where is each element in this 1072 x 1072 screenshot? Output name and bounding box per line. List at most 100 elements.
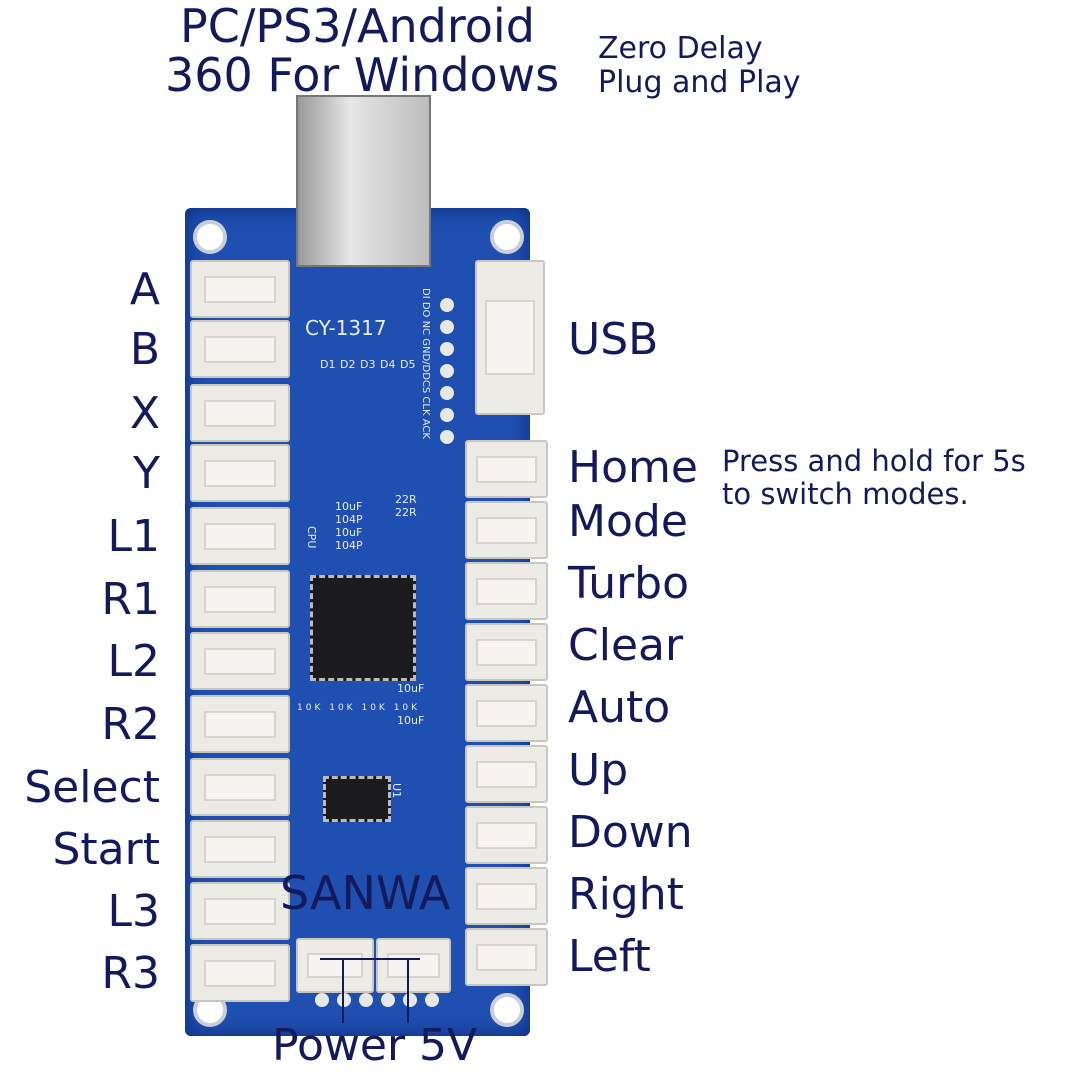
mount-hole [490,220,524,254]
compat-line1: PC/PS3/Android [180,0,535,53]
pin-pad [440,298,454,312]
silk-res: 22R [395,493,417,506]
cap2-silk: 10uF 10uF [397,673,424,737]
button-connector [465,623,548,681]
mount-hole [193,220,227,254]
mount-hole [490,993,524,1027]
silk-d2: D2 [340,358,356,371]
silk-d1: D1 [320,358,336,371]
u1-silk: U1 [390,783,403,799]
button-connector [465,867,548,925]
leader-line [320,958,420,960]
button-connector [465,684,548,742]
label-start: Start [52,824,161,875]
silk-cap: 104P [335,513,363,526]
label-clear: Clear [568,620,684,671]
label-l1: L1 [107,511,160,562]
power-pad [359,993,373,1007]
zero-delay: Zero Delay [598,31,763,66]
label-usb: USB [568,314,659,365]
silk-cap: 104P [335,539,363,552]
pin-pad [440,342,454,356]
plug-and-play: Plug and Play [598,65,801,100]
label-home: Home [568,442,698,493]
silk-d5: D5 [400,358,416,371]
label-select: Select [24,762,160,813]
button-connector [190,632,290,690]
button-connector [465,562,548,620]
pin-pad [440,430,454,444]
board-model: CY-1317 [305,316,387,340]
10k-silk: 10K 10K 10K 10K [297,703,420,713]
silk-cap: 10uF [335,526,363,539]
cpu-chip [310,575,416,681]
label-l3: L3 [107,886,160,937]
silk-cap: 10uF [397,682,425,695]
label-r2: R2 [101,699,160,750]
label-y: Y [133,448,160,499]
power-pad [403,993,417,1007]
button-connector [465,928,548,986]
compat-line2: 360 For Windows [165,48,560,102]
label-right: Right [568,869,684,920]
pin-pad [440,320,454,334]
sanwa-connector [376,938,451,993]
pin-pad [440,408,454,422]
silk-cap: 10uF [335,500,363,513]
button-connector [190,882,290,940]
cpu-silk: CPU [305,526,318,549]
silk-res: 10K [361,703,388,713]
button-connector [190,444,290,502]
label-x: X [129,388,160,439]
silk-res: 10K [297,703,324,713]
power-pad [381,993,395,1007]
button-connector [190,820,290,878]
power-pad [315,993,329,1007]
button-connector [190,695,290,753]
home-note-1: Press and hold for 5s [722,444,1026,478]
leader-line [342,958,344,1023]
label-up: Up [568,745,629,796]
usb-header [475,260,545,415]
label-r1: R1 [101,574,160,625]
silk-res: 10K [393,703,421,713]
label-l2: L2 [107,636,160,687]
label-mode: Mode [568,496,688,547]
silk-d4: D4 [380,358,396,371]
sanwa-connector [296,938,374,993]
leader-line [407,958,409,1023]
eeprom-chip [323,776,391,822]
home-note-2: to switch modes. [722,477,969,511]
button-connector [190,507,290,565]
label-left: Left [568,931,651,982]
silk-res: 22R [395,506,417,519]
pin-silk: DI DO NC GND/DDCS CLK ACK [420,288,431,439]
sanwa-label: SANWA [280,866,451,920]
button-connector [190,320,290,378]
power-label: Power 5V [272,1020,478,1071]
button-connector [190,570,290,628]
button-connector [190,758,290,816]
label-auto: Auto [568,682,671,733]
label-r3: R3 [101,948,160,999]
silk-d3: D3 [360,358,376,371]
label-down: Down [568,807,693,858]
power-pad [337,993,351,1007]
button-connector [465,501,548,559]
pin-pad [440,364,454,378]
label-turbo: Turbo [568,558,690,609]
usb-b-port [296,95,431,267]
button-connector [465,440,548,498]
silk-cap: 10uF [397,714,425,727]
button-connector [465,806,548,864]
button-connector [465,745,548,803]
silk-res: 10K [329,703,356,713]
button-connector [190,384,290,442]
button-connector [190,944,290,1002]
power-pad [425,993,439,1007]
label-b: B [129,324,160,375]
button-connector [190,260,290,318]
